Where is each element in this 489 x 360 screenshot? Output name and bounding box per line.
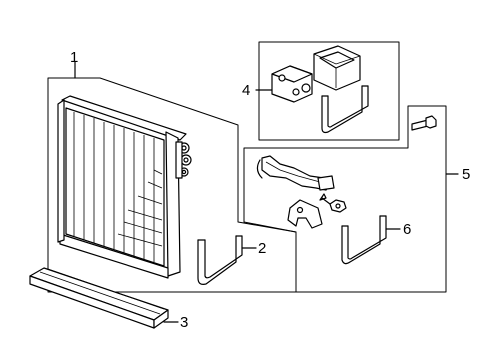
bolt[interactable] xyxy=(411,115,437,131)
evaporator-core[interactable] xyxy=(57,95,192,279)
drain-tray[interactable] xyxy=(29,267,169,329)
callout-3: 3 xyxy=(180,314,188,331)
clip-bracket[interactable] xyxy=(321,85,369,134)
pipe-bracket[interactable] xyxy=(341,215,387,265)
assembly-5-outline xyxy=(243,105,447,293)
pipe-clamp[interactable] xyxy=(287,199,323,229)
callout-6: 6 xyxy=(403,221,411,238)
callout-1: 1 xyxy=(70,49,78,66)
callout-2: 2 xyxy=(258,240,266,257)
refrigerant-pipe[interactable] xyxy=(256,155,335,191)
leader-lines xyxy=(74,61,459,323)
nut[interactable] xyxy=(319,193,347,213)
bracket[interactable] xyxy=(197,235,243,285)
callout-4: 4 xyxy=(242,82,250,99)
callout-5: 5 xyxy=(462,166,470,183)
box-4 xyxy=(258,41,400,141)
seal-block[interactable] xyxy=(271,65,313,103)
seal-frame[interactable] xyxy=(313,45,361,91)
